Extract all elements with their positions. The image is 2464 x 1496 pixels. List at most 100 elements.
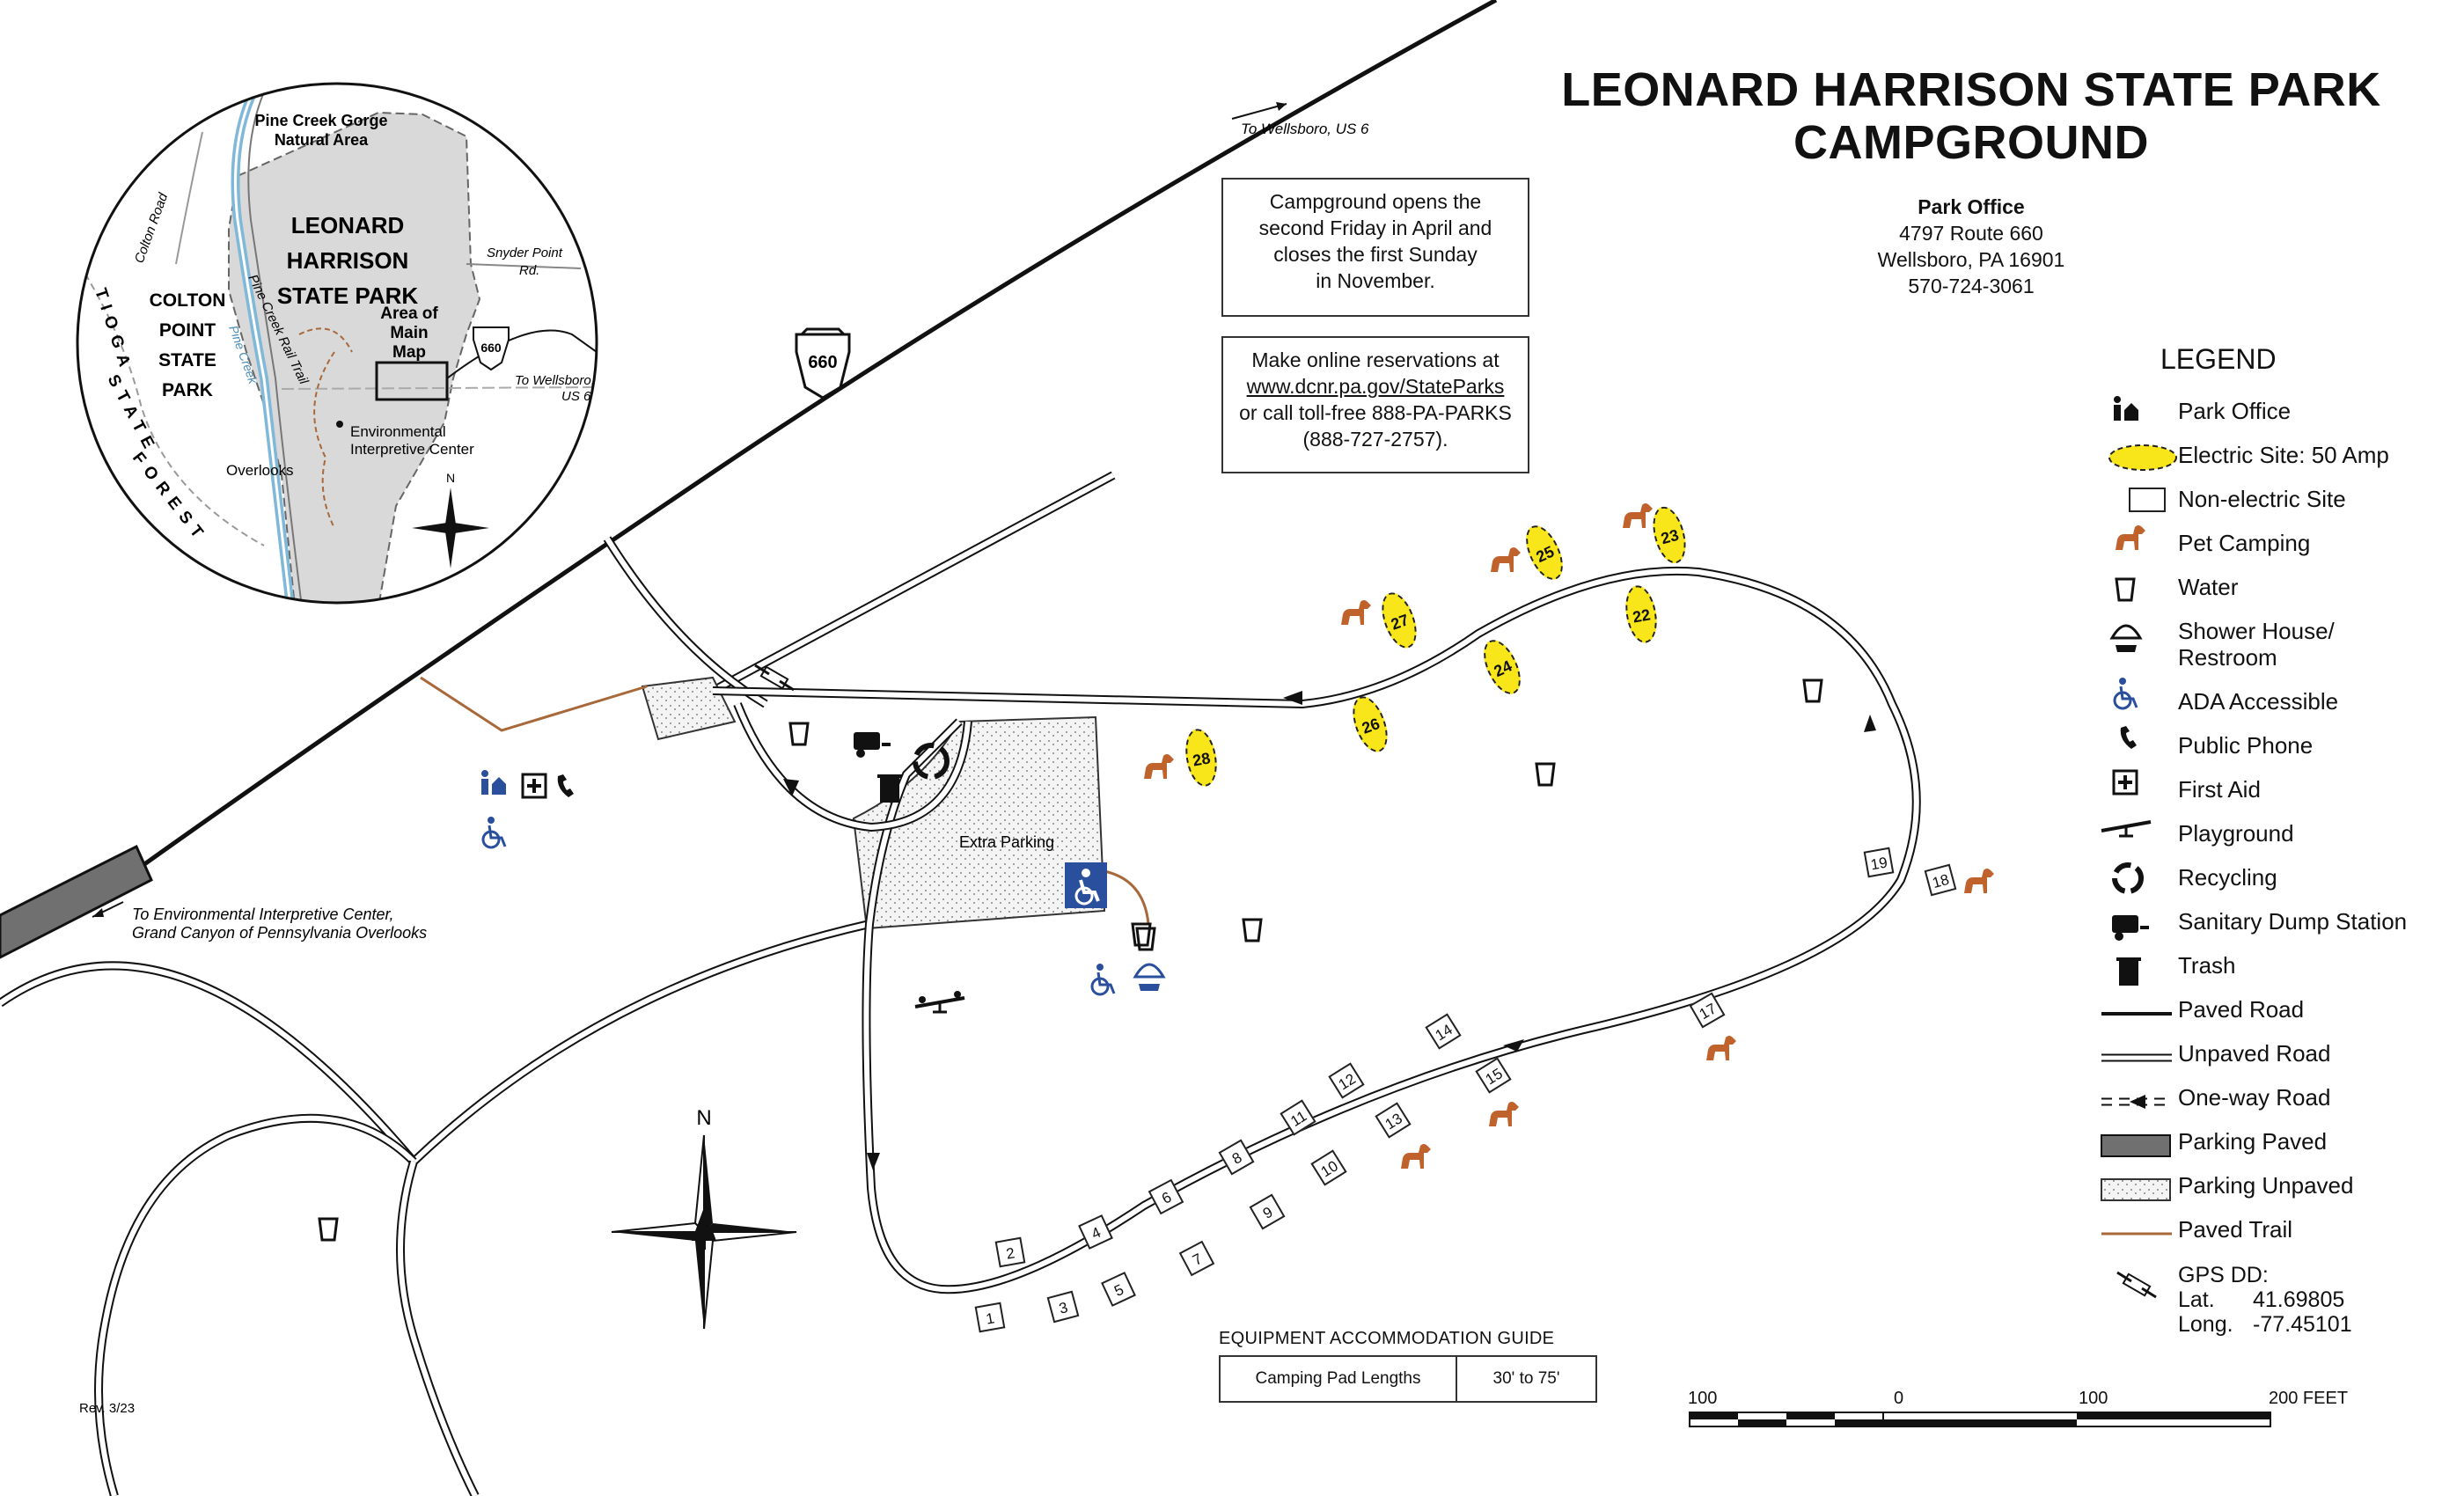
- svg-text:Rd.: Rd.: [519, 263, 539, 278]
- inset-route-shield: 660: [473, 326, 510, 371]
- site-2[interactable]: 2: [994, 1236, 1026, 1268]
- first-aid-icon: [521, 773, 547, 799]
- unpaved-roads: [0, 471, 1116, 1496]
- season-line: Campground opens the: [1269, 190, 1482, 213]
- legend-item-pet-camping: Pet Camping: [2178, 530, 2311, 556]
- svg-text:To Wellsboro,: To Wellsboro,: [515, 373, 595, 388]
- scale-label: 100: [1688, 1389, 1718, 1408]
- phone-icon: [557, 774, 574, 797]
- scale-label: 200 FEET: [2269, 1389, 2349, 1408]
- gps-heading: GPS DD:: [2178, 1263, 2269, 1287]
- wheelchair-icon: [481, 817, 507, 849]
- legend-item-parking-unpaved: Parking Unpaved: [2178, 1172, 2354, 1199]
- svg-text:Area of: Area of: [380, 304, 438, 323]
- dump-station-icon: [2112, 915, 2149, 941]
- season-line: second Friday in April and: [1258, 216, 1492, 239]
- legend-item-shower: Shower House/Restroom: [2094, 618, 2335, 671]
- park-office-phone: 570-724-3061: [1908, 275, 2035, 297]
- water-icon: [1802, 678, 1823, 703]
- dog-icon: [1706, 1036, 1736, 1060]
- legend-item-one-way-road: One-way Road: [2178, 1084, 2331, 1111]
- reservation-line: (888-727-2757).: [1302, 428, 1448, 451]
- reservation-line: or call toll-free 888-PA-PARKS: [1239, 401, 1512, 424]
- legend-item-unpaved-road: Unpaved Road: [2178, 1040, 2331, 1067]
- revision-label: Rev. 3/23: [79, 1401, 135, 1416]
- area-of-main-map-box: [375, 361, 449, 401]
- inset-road: [466, 263, 582, 269]
- site-19[interactable]: 19: [1863, 847, 1895, 878]
- park-office-icon: [481, 770, 506, 795]
- svg-text:N: N: [446, 471, 455, 485]
- recycling-icon: [2112, 862, 2144, 894]
- svg-text:Interpretive Center: Interpretive Center: [350, 441, 474, 458]
- trash-icon: [877, 774, 902, 803]
- one-way-arrows: [783, 691, 1876, 1170]
- park-office-address-2: Wellsboro, PA 16901: [1877, 248, 2065, 271]
- recycling-icon: [913, 743, 950, 780]
- svg-text:COLTON: COLTON: [150, 290, 226, 311]
- parking-unpaved-icon: [2101, 1178, 2171, 1201]
- title-line-2: CAMPGROUND: [1793, 116, 2149, 169]
- gps-long: Long.-77.45101: [2178, 1312, 2352, 1337]
- water-icon: [1535, 762, 1556, 787]
- shower-icon: [1133, 963, 1166, 991]
- park-office-icon: [2114, 396, 2138, 421]
- season-line: in November.: [1316, 269, 1435, 292]
- dog-icon: [1144, 754, 1174, 779]
- legend-title: LEGEND: [2160, 343, 2277, 375]
- to-eic-label-2: Grand Canyon of Pennsylvania Overlooks: [132, 924, 427, 942]
- svg-text:STATE: STATE: [158, 350, 216, 370]
- svg-text:LEONARD: LEONARD: [291, 212, 405, 238]
- dog-icon: [1491, 547, 1521, 572]
- legend-item-non-electric-site: Non-electric Site: [2178, 486, 2346, 512]
- legend-item-recycling: Recycling: [2178, 864, 2277, 891]
- legend-item-phone: Public Phone: [2178, 732, 2314, 759]
- shower-icon: [2109, 624, 2143, 652]
- legend-item-ada: ADA Accessible: [2178, 688, 2339, 715]
- legend-item-playground: Playground: [2178, 820, 2294, 847]
- legend-item-trash: Trash: [2178, 952, 2236, 979]
- reservation-info-box: Make online reservations at www.dcnr.pa.…: [1221, 336, 1529, 473]
- legend-item-first-aid: First Aid: [2178, 776, 2261, 803]
- ada-parking-icon: [1065, 862, 1107, 908]
- dog-icon: [1964, 869, 1994, 893]
- compass-rose: N: [611, 1106, 797, 1330]
- svg-text:POINT: POINT: [159, 320, 216, 341]
- one-way-road-icon: [2101, 1095, 2172, 1109]
- satellite-icon: [754, 664, 795, 692]
- legend-item-paved-road: Paved Road: [2178, 996, 2305, 1023]
- legend-item-parking-paved: Parking Paved: [2178, 1128, 2328, 1155]
- svg-text:Natural Area: Natural Area: [275, 131, 369, 149]
- scale-label: 0: [1894, 1389, 1904, 1408]
- svg-text:Environmental: Environmental: [350, 423, 446, 440]
- gps-coordinates: GPS DD: Lat.41.69805 Long.-77.45101: [2178, 1263, 2352, 1337]
- playground-icon: [914, 991, 965, 1014]
- legend-label: Shower House/: [2178, 618, 2335, 644]
- inset-road: [175, 131, 203, 265]
- equipment-guide-table: Camping Pad Lengths 30' to 75': [1219, 1355, 1597, 1403]
- water-icon: [1242, 918, 1263, 942]
- to-eic-label: To Environmental Interpretive Center,: [132, 906, 394, 923]
- unpaved-parking-left: [641, 676, 737, 741]
- svg-text:Map: Map: [392, 343, 426, 362]
- paved-road-route-660: [0, 0, 1498, 940]
- park-office-info: Park Office 4797 Route 660 Wellsboro, PA…: [1813, 194, 2130, 299]
- equipment-guide-title: EQUIPMENT ACCOMMODATION GUIDE: [1219, 1329, 1555, 1348]
- equipment-label: Camping Pad Lengths: [1221, 1357, 1457, 1401]
- paved-parking-area: [0, 844, 153, 959]
- pet-camping-markers: [1144, 503, 1994, 1169]
- map-title: LEONARD HARRISON STATE PARK CAMPGROUND: [1531, 63, 2411, 169]
- legend-item-park-office: Park Office: [2178, 398, 2292, 424]
- to-wellsboro-label: To Wellsboro, US 6: [1241, 121, 1369, 137]
- site-1[interactable]: 1: [974, 1302, 1006, 1333]
- reservation-link[interactable]: www.dcnr.pa.gov/StateParks: [1246, 375, 1505, 398]
- dump-station-icon: [854, 732, 891, 758]
- inset-compass: N: [412, 471, 489, 568]
- svg-text:Pine Creek Gorge: Pine Creek Gorge: [254, 112, 387, 129]
- parking-paved-icon: [2101, 1134, 2171, 1157]
- park-boundary: [228, 111, 481, 603]
- scale-label: 100: [2079, 1389, 2108, 1408]
- satellite-icon: [2116, 1271, 2157, 1299]
- legend-graphics: [2101, 396, 2177, 1299]
